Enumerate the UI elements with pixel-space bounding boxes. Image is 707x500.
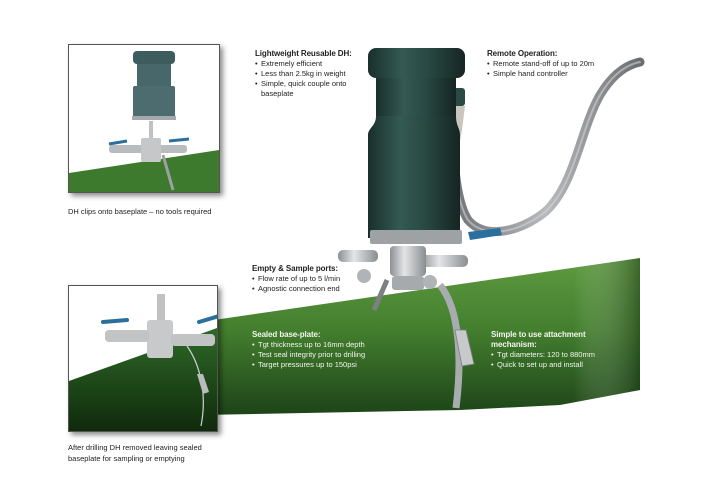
hose: [448, 57, 645, 237]
bullet-item: Test seal integrity prior to drilling: [252, 350, 392, 360]
bullet-item: Quick to set up and install: [491, 360, 616, 370]
callout-remote-operation-title: Remote Operation:: [487, 49, 558, 58]
baseplate-assembly: [338, 246, 468, 311]
bullet-item: Simple hand controller: [487, 69, 617, 79]
callout-remote-operation-bullets: Remote stand-off of up to 20m Simple han…: [487, 59, 617, 79]
inset-baseplate-caption-line2: baseplate for sampling or emptying: [68, 454, 185, 463]
bullet-item: Remote stand-off of up to 20m: [487, 59, 617, 69]
bullet-item: Agnostic connection end: [252, 284, 377, 294]
blue-handle: [468, 228, 502, 240]
callout-sample-ports-title: Empty & Sample ports:: [252, 264, 338, 273]
callout-remote-operation: Remote Operation: Remote stand-off of up…: [487, 49, 617, 79]
bullet-item: Target pressures up to 150psi: [252, 360, 392, 370]
inset-baseplate: [68, 285, 218, 432]
callout-attachment-mechanism-title-line2: mechanism:: [491, 340, 537, 349]
inset-dh-clips-caption: DH clips onto baseplate – no tools requi…: [68, 207, 212, 216]
callout-sealed-baseplate: Sealed base-plate: Tgt thickness up to 1…: [252, 330, 392, 370]
clamp-strap: [437, 282, 475, 409]
inset-dh-clips: [68, 44, 220, 193]
pipe: [200, 258, 640, 415]
bullet-item: Tgt thickness up to 16mm depth: [252, 340, 392, 350]
callout-lightweight-dh-title: Lightweight Reusable DH:: [255, 49, 352, 58]
inset-baseplate-illustration: [69, 294, 217, 431]
callout-attachment-mechanism-bullets: Tgt diameters: 120 to 880mm Quick to set…: [491, 350, 616, 370]
callout-sealed-baseplate-bullets: Tgt thickness up to 16mm depth Test seal…: [252, 340, 392, 370]
callout-lightweight-dh: Lightweight Reusable DH: Extremely effic…: [255, 49, 375, 99]
bullet-item: Flow rate of up to 5 l/min: [252, 274, 377, 284]
bullet-item: Less than 2.5kg in weight: [255, 69, 375, 79]
callout-lightweight-dh-bullets: Extremely efficient Less than 2.5kg in w…: [255, 59, 375, 99]
bullet-item: Simple, quick couple onto baseplate: [255, 79, 375, 99]
callout-attachment-mechanism-title-line1: Simple to use attachment: [491, 330, 586, 339]
inset-baseplate-caption-line1: After drilling DH removed leaving sealed: [68, 443, 202, 452]
inset-dh-clips-illustration: [69, 51, 219, 192]
inset-baseplate-caption: After drilling DH removed leaving sealed…: [68, 442, 202, 464]
callout-sample-ports-bullets: Flow rate of up to 5 l/min Agnostic conn…: [252, 274, 377, 294]
bullet-item: Extremely efficient: [255, 59, 375, 69]
callout-sealed-baseplate-title: Sealed base-plate:: [252, 330, 321, 339]
callout-sample-ports: Empty & Sample ports: Flow rate of up to…: [252, 264, 377, 294]
bullet-item: Tgt diameters: 120 to 880mm: [491, 350, 616, 360]
callout-attachment-mechanism: Simple to use attachment mechanism: Tgt …: [491, 330, 616, 370]
drill-head: [368, 48, 465, 244]
